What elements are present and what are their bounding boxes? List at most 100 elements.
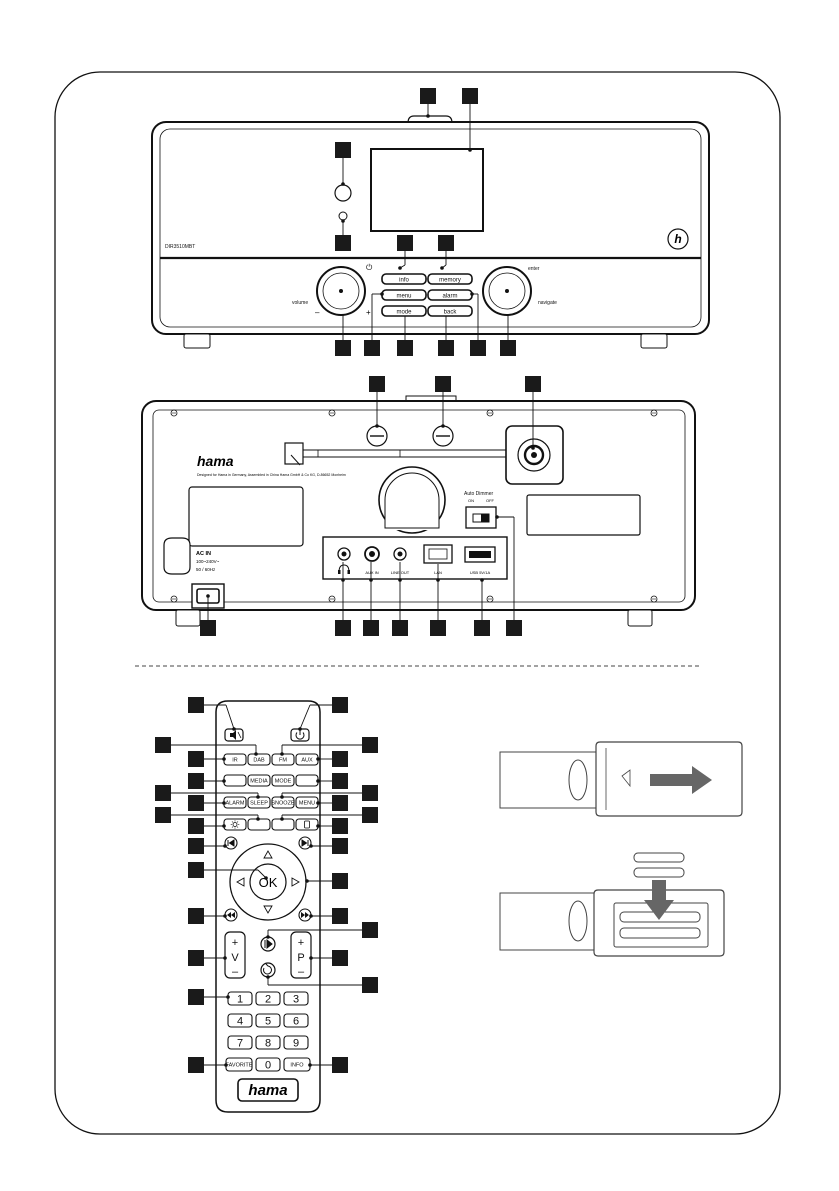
- callout-marker: [188, 1057, 204, 1073]
- page-frame: [54, 71, 781, 1135]
- nav-left-icon[interactable]: [236, 877, 245, 887]
- digit-label: 4: [237, 1016, 243, 1028]
- leader-dot: [426, 114, 430, 118]
- leader-dot: [309, 956, 313, 960]
- digit-button-2[interactable]: [255, 991, 281, 1006]
- leader-dot: [223, 844, 227, 848]
- favorite-button-label: FAVORITE: [226, 1063, 253, 1069]
- callout-marker: [332, 873, 348, 889]
- front-button-mode[interactable]: [381, 305, 427, 317]
- front-button-info[interactable]: [381, 273, 427, 285]
- callout-marker: [362, 922, 378, 938]
- remote-button-ir-label: IR: [232, 758, 238, 764]
- remote-button-snooze-label: SNOOZE: [271, 801, 295, 807]
- remote-blank-a[interactable]: [247, 818, 271, 831]
- front-button-label: back: [444, 310, 458, 316]
- front-button-memory[interactable]: [427, 273, 473, 285]
- callout-marker: [188, 862, 204, 878]
- digit-button-4[interactable]: [227, 1013, 253, 1028]
- remote-blank-b[interactable]: [271, 818, 295, 831]
- leader-dot: [341, 219, 345, 223]
- leader-dot: [308, 1063, 312, 1067]
- digit-button-6[interactable]: [283, 1013, 309, 1028]
- light-sensor: [334, 184, 352, 202]
- leader-dot: [256, 817, 260, 821]
- callout-marker: [462, 88, 478, 104]
- digit-label: 0: [265, 1060, 271, 1072]
- callout-marker: [397, 235, 413, 251]
- digit-label: 2: [265, 994, 271, 1006]
- digit-button-8[interactable]: [255, 1035, 281, 1050]
- battery-cover-illustration: [499, 741, 743, 817]
- callout-marker: [188, 838, 204, 854]
- back-brand-small: Designed for Hama in Germany, Assembled …: [197, 473, 346, 477]
- digit-button-0[interactable]: [255, 1057, 281, 1072]
- volume-letter: V: [231, 952, 239, 964]
- callout-marker: [155, 807, 171, 823]
- program-plus: +: [298, 937, 304, 949]
- power-symbol: ⏻: [366, 263, 373, 272]
- callout-marker: [362, 807, 378, 823]
- leader-dot: [470, 292, 474, 296]
- callout-marker: [362, 785, 378, 801]
- remote-button-alarm-label: ALARM: [226, 801, 245, 807]
- callout-marker: [188, 908, 204, 924]
- callout-marker: [332, 697, 348, 713]
- brightness-ray: [236, 826, 239, 828]
- volume-rocker[interactable]: [224, 931, 246, 979]
- leader-dot: [298, 727, 302, 731]
- mute-icon: [230, 730, 236, 740]
- leader-dot: [316, 824, 320, 828]
- fast-forward-icon: [301, 912, 309, 918]
- digit-button-3[interactable]: [283, 991, 309, 1006]
- digit-label: 6: [293, 1016, 299, 1028]
- callout-marker: [430, 620, 446, 636]
- digit-label: 9: [293, 1038, 299, 1050]
- leader-dot: [222, 801, 226, 805]
- leader-dot: [223, 914, 227, 918]
- volume-label: volume: [292, 300, 308, 306]
- digit-button-5[interactable]: [255, 1013, 281, 1028]
- callout-marker: [420, 88, 436, 104]
- leader-dot: [256, 795, 260, 799]
- cord-clamp: [163, 537, 191, 575]
- next-track-icon: [301, 839, 309, 847]
- headphone-icon: [338, 564, 350, 574]
- remote-button-dab[interactable]: [247, 753, 271, 766]
- digit-label: 8: [265, 1038, 271, 1050]
- remote-button-media-label: MEDIA: [250, 779, 268, 785]
- dimmer-on-label: ON: [468, 498, 474, 503]
- remote-button-dab-label: DAB: [253, 758, 265, 764]
- info-button-label: INFO: [290, 1063, 304, 1069]
- program-minus: –: [298, 966, 305, 978]
- leader-dot: [468, 148, 472, 152]
- digit-button-9[interactable]: [283, 1035, 309, 1050]
- leader-dot: [316, 757, 320, 761]
- leader-dot: [305, 879, 309, 883]
- digit-button-7[interactable]: [227, 1035, 253, 1050]
- remote-blank-left[interactable]: [223, 774, 247, 787]
- leader-line: [257, 869, 267, 879]
- nav-right-icon[interactable]: [291, 877, 300, 887]
- front-model: DIR3510MBT: [165, 244, 195, 250]
- ok-button[interactable]: [249, 863, 287, 901]
- front-button-back[interactable]: [427, 305, 473, 317]
- program-rocker[interactable]: [290, 931, 312, 979]
- front-button-label: alarm: [442, 294, 457, 300]
- remote-button-media[interactable]: [247, 774, 271, 787]
- leader-dot: [222, 757, 226, 761]
- callout-marker: [438, 235, 454, 251]
- leader-dot: [280, 795, 284, 799]
- callout-marker: [335, 142, 351, 158]
- callout-marker: [332, 1057, 348, 1073]
- lan-port[interactable]: [423, 544, 453, 564]
- remote-blank-right[interactable]: [295, 774, 319, 787]
- telescopic-antenna[interactable]: [299, 449, 523, 458]
- callout-marker: [369, 376, 385, 392]
- callout-marker: [332, 751, 348, 767]
- leader-dot: [223, 956, 227, 960]
- remote-button-mode[interactable]: [271, 774, 295, 787]
- nav-up-icon[interactable]: [263, 850, 273, 859]
- nav-down-icon[interactable]: [263, 905, 273, 914]
